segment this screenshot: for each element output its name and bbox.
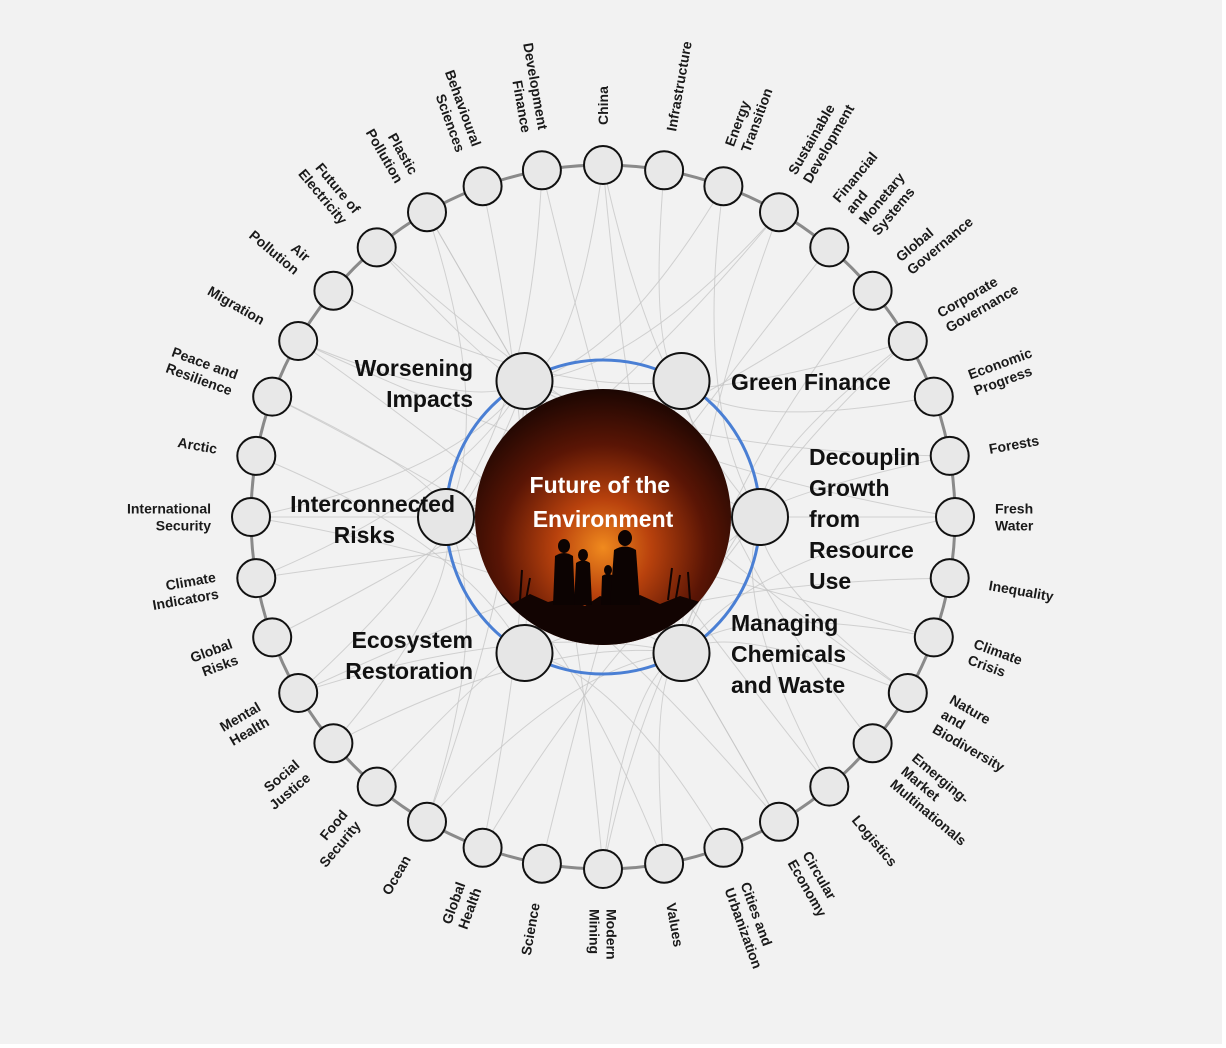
topic-node[interactable]: [236, 435, 277, 476]
connection-line: [256, 380, 525, 579]
topic-node[interactable]: [913, 376, 954, 417]
key-issue-label-line: Restoration: [345, 658, 473, 684]
topic-node[interactable]: [462, 827, 503, 868]
topic-node[interactable]: [759, 801, 799, 842]
key-issue-label-line: Ecosystem: [352, 627, 473, 653]
topic-node[interactable]: [356, 227, 397, 268]
topic-label-line: International: [127, 501, 211, 517]
topic-node[interactable]: [236, 558, 277, 599]
topic-label-line: Water: [995, 518, 1034, 534]
topic-label-line: Fresh: [995, 501, 1033, 517]
topic-node[interactable]: [231, 497, 271, 537]
connection-line: [250, 380, 525, 518]
topic-node[interactable]: [703, 166, 744, 207]
key-issue-label-line: Impacts: [386, 386, 473, 412]
topic-label-line: Security: [156, 518, 211, 534]
topic-label[interactable]: Values: [663, 902, 686, 949]
topic-node[interactable]: [852, 270, 893, 311]
key-issue-node[interactable]: [495, 624, 554, 682]
connection-line: [524, 211, 780, 382]
topic-node[interactable]: [252, 617, 293, 658]
center-title: Future of the Environment: [530, 472, 677, 532]
topic-node[interactable]: [644, 150, 685, 191]
key-issue-node[interactable]: [652, 624, 711, 682]
key-issue-label-line: Growth: [809, 475, 890, 501]
center-title-line: Environment: [533, 506, 674, 532]
topic-label[interactable]: China: [595, 86, 611, 125]
topic-node[interactable]: [278, 673, 319, 713]
key-issue-node[interactable]: [731, 488, 789, 546]
topic-node[interactable]: [887, 673, 928, 713]
connection-line: [426, 516, 467, 822]
key-issue-label-line: Worsening: [355, 355, 473, 381]
topic-node[interactable]: [583, 145, 623, 185]
topic-node[interactable]: [929, 558, 970, 599]
topic-node[interactable]: [913, 617, 954, 658]
connection-line: [256, 455, 525, 654]
key-issue-label-line: Managing: [731, 610, 838, 636]
key-issue-node[interactable]: [417, 488, 475, 546]
connection-line: [426, 212, 467, 518]
key-issue-nodes: [417, 352, 789, 682]
key-issue-node[interactable]: [652, 352, 711, 410]
topic-node[interactable]: [935, 497, 975, 537]
key-issue-label-line: Interconnected: [290, 491, 455, 517]
key-issue-label-line: Decouplin: [809, 444, 920, 470]
key-issue-label-line: Chemicals: [731, 641, 846, 667]
topic-node[interactable]: [583, 849, 623, 889]
topic-label-line: Values: [663, 902, 686, 949]
center-title-line: Future of the: [530, 472, 671, 498]
topic-node[interactable]: [252, 376, 293, 417]
topic-node[interactable]: [852, 723, 893, 764]
topic-node[interactable]: [313, 270, 354, 311]
topic-nodes: [231, 145, 975, 889]
topic-node[interactable]: [521, 150, 562, 191]
topic-node[interactable]: [278, 321, 319, 361]
topic-node[interactable]: [809, 227, 850, 268]
key-issue-label-line: Green Finance: [731, 369, 891, 395]
key-issue-label-line: Resource: [809, 537, 914, 563]
topic-node[interactable]: [462, 166, 503, 207]
key-issue-label-green[interactable]: Green Finance: [731, 369, 891, 395]
key-issue-label-line: from: [809, 506, 860, 532]
topic-label[interactable]: ModernMining: [587, 909, 620, 960]
topic-node[interactable]: [356, 766, 397, 807]
topic-node[interactable]: [407, 801, 447, 842]
topic-node[interactable]: [809, 766, 850, 807]
key-issue-label-line: Use: [809, 568, 851, 594]
key-issue-label-line: Risks: [334, 522, 395, 548]
topic-label-line: China: [595, 86, 611, 125]
topic-label-line: Modern: [604, 909, 620, 960]
topic-node[interactable]: [521, 843, 562, 884]
key-issue-label-line: and Waste: [731, 672, 845, 698]
key-issue-node[interactable]: [495, 352, 554, 410]
topic-label-line: Arctic: [177, 434, 219, 457]
topic-label-line: Mining: [587, 909, 603, 954]
topic-node[interactable]: [703, 827, 744, 868]
topic-node[interactable]: [887, 321, 928, 361]
connection-line: [713, 186, 761, 518]
topic-node[interactable]: [313, 723, 354, 764]
topic-node[interactable]: [929, 435, 970, 476]
topic-node[interactable]: [759, 192, 799, 233]
topic-node[interactable]: [644, 843, 685, 884]
topic-label[interactable]: Arctic: [177, 434, 219, 457]
connection-line: [426, 652, 682, 823]
topic-node[interactable]: [407, 192, 447, 233]
